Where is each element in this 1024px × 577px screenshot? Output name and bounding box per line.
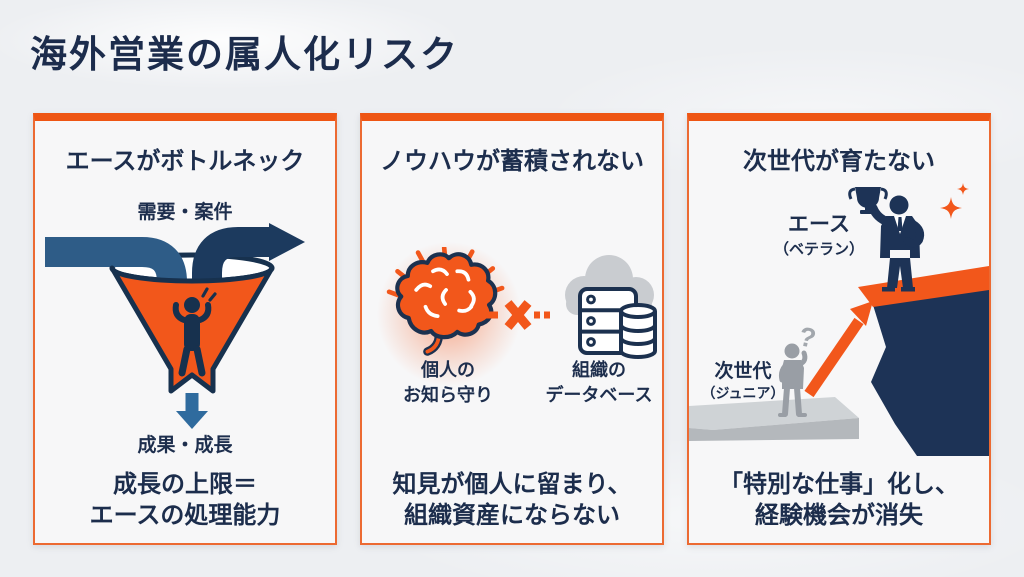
label-line: 組織の — [572, 360, 626, 380]
low-platform-icon — [689, 397, 859, 441]
card-nextgen-caption: 「特別な仕事」化し、 経験機会が消失 — [689, 469, 989, 531]
growth-arrow-icon — [804, 301, 873, 398]
caption-line: 「特別な仕事」化し、 — [719, 471, 959, 498]
label-line: 個人の — [421, 360, 475, 380]
overflow-out-arrow-icon — [192, 223, 305, 309]
nextgen-junior-label: 次世代 （ジュニア） — [699, 356, 787, 403]
funnel-output-label: 成果・成長 — [137, 435, 233, 456]
cliff-scene-graphic: ? — [689, 182, 989, 456]
trophy-icon — [848, 187, 888, 214]
cliff-icon — [858, 266, 989, 456]
label-line: 次世代 — [714, 361, 772, 382]
caption-line: 組織資産にならない — [404, 502, 620, 529]
card-knowhow-caption: 知見が個人に留まり、 組織資産にならない — [362, 469, 662, 531]
output-down-arrow-icon — [176, 393, 208, 429]
label-line: データベース — [545, 385, 653, 405]
caption-line: エースの処理能力 — [89, 502, 281, 529]
caption-line: 成長の上限＝ — [113, 471, 257, 498]
risk-cards: エースがボトルネック 需要・案件 — [33, 113, 991, 545]
sparkle-icon — [940, 182, 970, 219]
database-cylinder-icon — [619, 303, 657, 359]
ace-veteran-label: エース （ベテラン） — [767, 208, 871, 259]
page-title: 海外営業の属人化リスク — [30, 34, 459, 75]
card-knowhow-header: ノウハウが蓄積されない — [380, 148, 644, 175]
funnel-input-label: 需要・案件 — [137, 202, 233, 223]
card-nextgen: 次世代が育たない — [687, 113, 991, 545]
label-line: エース — [788, 213, 850, 236]
card-bottleneck-header: エースがボトルネック — [65, 148, 305, 175]
org-database-label: 組織の データベース — [536, 358, 662, 408]
blocked-transfer-x-icon — [484, 300, 550, 330]
card-bottleneck: エースがボトルネック 需要・案件 — [33, 113, 337, 545]
question-mark: ? — [796, 321, 818, 354]
junior-person-icon — [778, 343, 808, 417]
trophy-person-icon — [848, 187, 925, 292]
personal-knowledge-label: 個人の お知ら守り — [368, 358, 528, 408]
caption-line: 知見が個人に留まり、 — [392, 471, 632, 498]
bottleneck-funnel-icon — [45, 223, 305, 429]
card-bottleneck-caption: 成長の上限＝ エースの処理能力 — [35, 469, 335, 531]
card-knowhow: ノウハウが蓄積されない — [360, 113, 664, 545]
stressed-person-icon — [172, 287, 217, 377]
brain-icon — [386, 247, 505, 356]
label-line: （ベテラン） — [773, 241, 864, 258]
label-line: お知ら守り — [403, 385, 493, 405]
card-nextgen-header: 次世代が育たない — [743, 148, 935, 175]
caption-line: 経験機会が消失 — [755, 502, 923, 529]
label-line: （ジュニア） — [701, 385, 785, 401]
cloud-database-icon — [565, 255, 657, 359]
